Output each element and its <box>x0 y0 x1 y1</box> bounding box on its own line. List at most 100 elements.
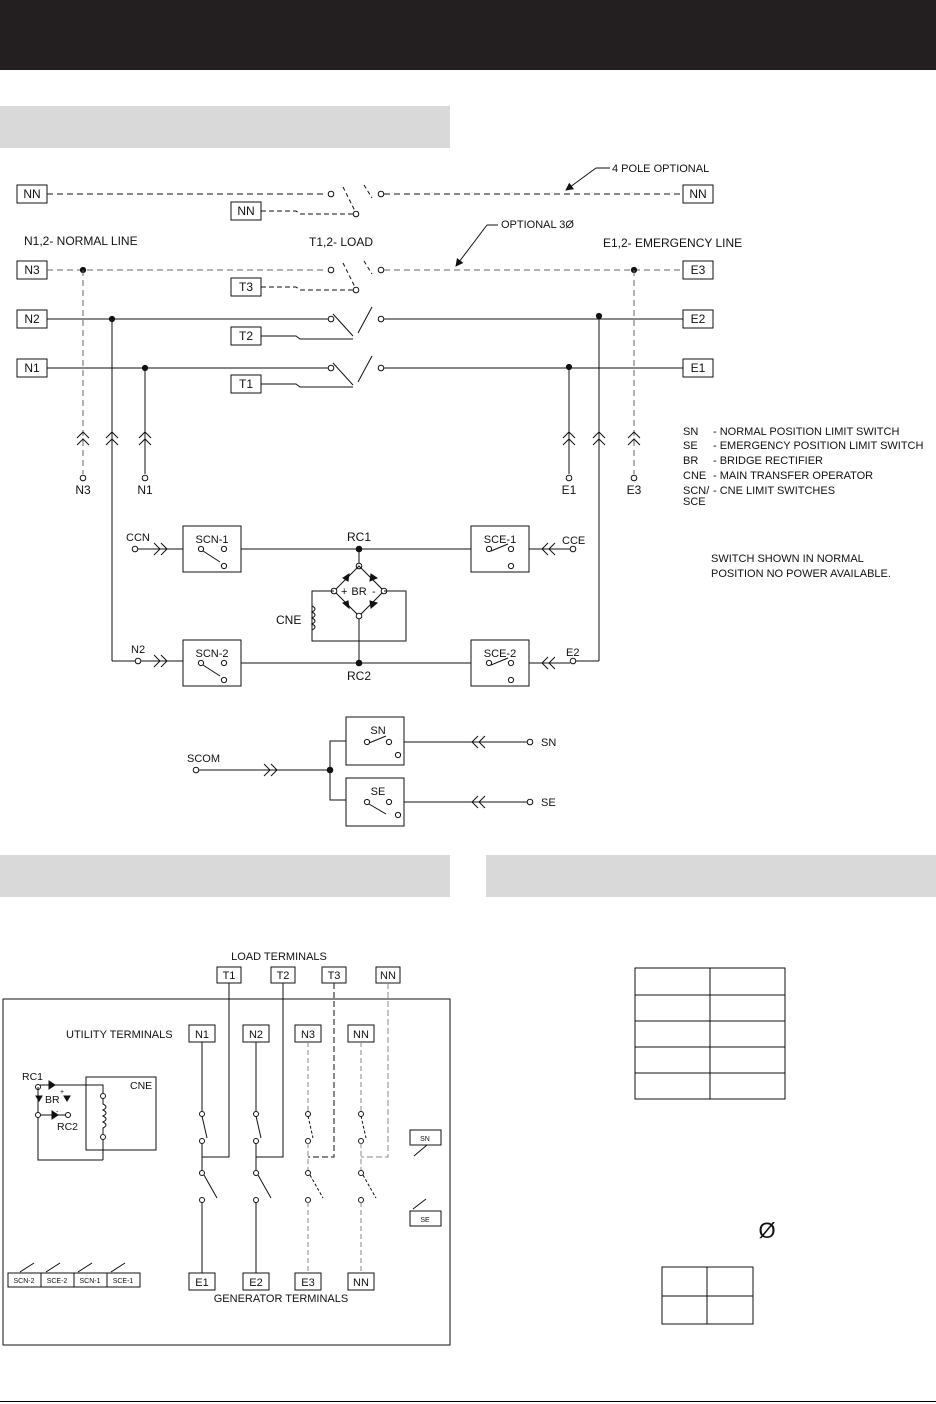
legend-code-cne: CNE <box>683 470 706 482</box>
empty-table-1 <box>634 967 786 1100</box>
right-panel: Ø <box>634 967 786 1325</box>
layout-n2: N2 <box>249 1029 263 1041</box>
se-switch-label: SE <box>371 786 386 798</box>
legend-desc-scn: - CNE LIMIT SWITCHES <box>713 485 835 497</box>
note-line-1: SWITCH SHOWN IN NORMAL <box>711 553 864 565</box>
scn1-label: SCN-1 <box>195 534 228 546</box>
nn-left-terminal: NN <box>23 187 40 201</box>
terminal-layout: LOAD TERMINALS T1 T2 T3 NN UTILITY TERMI… <box>2 951 451 1346</box>
nn-right-terminal: NN <box>689 187 706 201</box>
schematic: NN NN NN 4 POLE OPTIONAL N1,2- NORMAL LI… <box>16 163 924 827</box>
layout-n3: N3 <box>301 1029 315 1041</box>
layout-nn-top: NN <box>380 970 396 982</box>
layout-e3: E3 <box>301 1277 314 1289</box>
br-minus: - <box>372 586 376 598</box>
cne-label: CNE <box>276 613 301 627</box>
tap-e3: E3 <box>627 483 642 497</box>
normal-line-label: N1,2- NORMAL LINE <box>24 234 138 248</box>
layout-nn-util: NN <box>353 1029 369 1041</box>
layout-sce2: SCE-2 <box>47 1278 68 1285</box>
layout-se: SE <box>420 1217 430 1224</box>
e2-control-label: E2 <box>566 647 579 659</box>
layout-br-minus: - <box>56 1109 59 1116</box>
tap-n3: N3 <box>75 483 91 497</box>
bottom-rule <box>0 1401 936 1402</box>
ccn-label: CCN <box>126 532 150 544</box>
legend: SN - NORMAL POSITION LIMIT SWITCH SE - E… <box>683 426 924 580</box>
limit-switch-circuit: SCOM SN SN SE SE <box>187 716 556 827</box>
schematic-section-header <box>0 106 450 148</box>
legend-desc-br: - BRIDGE RECTIFIER <box>713 455 823 467</box>
layout-e2: E2 <box>249 1277 262 1289</box>
legend-code-br: BR <box>683 455 698 467</box>
scn2-label: SCN-2 <box>195 648 228 660</box>
load-label: T1,2- LOAD <box>309 235 373 249</box>
rc2-label: RC2 <box>347 669 371 683</box>
scom-label: SCOM <box>187 753 220 765</box>
utility-terminals-label: UTILITY TERMINALS <box>66 1029 173 1041</box>
rc1-label: RC1 <box>347 530 371 544</box>
br-label: BR <box>351 586 366 598</box>
legend-code-se: SE <box>683 440 698 452</box>
layout-n1: N1 <box>195 1029 209 1041</box>
layout-rc1: RC1 <box>22 1071 43 1083</box>
legend-desc-sn: - NORMAL POSITION LIMIT SWITCH <box>713 426 899 438</box>
br-plus: + <box>341 586 347 598</box>
n2-terminal: N2 <box>24 312 40 326</box>
phase-1-line: N1 E1 T1 <box>16 355 714 394</box>
sce1-label: SCE-1 <box>484 534 516 546</box>
note-line-2: POSITION NO POWER AVAILABLE. <box>711 568 891 580</box>
legend-code-sn: SN <box>683 426 698 438</box>
n3-terminal: N3 <box>24 263 40 277</box>
layout-t2: T2 <box>277 970 290 982</box>
e2-terminal: E2 <box>691 312 706 326</box>
e1-terminal: E1 <box>691 361 706 375</box>
layout-t3: T3 <box>328 970 341 982</box>
sce2-label: SCE-2 <box>484 648 516 660</box>
nn-line: NN NN NN 4 POLE OPTIONAL <box>16 163 714 221</box>
layout-nn-gen: NN <box>353 1277 369 1289</box>
sn-switch-label: SN <box>370 725 385 737</box>
load-terminals-label: LOAD TERMINALS <box>231 951 327 963</box>
layout-sn: SN <box>420 1136 430 1143</box>
nn-load-terminal: NN <box>237 204 254 218</box>
n2-control-label: N2 <box>131 644 145 656</box>
generator-terminals-label: GENERATOR TERMINALS <box>214 1293 348 1305</box>
tap-n1: N1 <box>137 483 153 497</box>
layout-section-header <box>0 855 450 897</box>
e3-terminal: E3 <box>691 263 706 277</box>
se-output-label: SE <box>541 797 556 809</box>
phase-symbol: Ø <box>758 1218 775 1243</box>
tap-e1: E1 <box>562 483 577 497</box>
layout-br-plus: + <box>60 1089 64 1096</box>
cce-label: CCE <box>562 535 585 547</box>
control-circuit: CCN SCN-1 RC1 SCE-1 CCE <box>126 525 585 687</box>
sensing-taps: N3 N1 E1 E3 <box>75 270 642 662</box>
legend-code-scn: SCN/ <box>683 485 710 497</box>
layout-br: BR <box>45 1094 60 1106</box>
layout-scn1: SCN-1 <box>79 1278 100 1285</box>
header-bar <box>0 0 936 70</box>
t3-terminal: T3 <box>239 280 253 294</box>
layout-e1: E1 <box>195 1277 208 1289</box>
legend-code-sce: SCE <box>683 496 706 508</box>
layout-rc2: RC2 <box>57 1121 78 1133</box>
t1-terminal: T1 <box>239 377 253 391</box>
layout-t1: T1 <box>223 970 236 982</box>
four-pole-optional-note: 4 POLE OPTIONAL <box>612 163 709 175</box>
legend-desc-cne: - MAIN TRANSFER OPERATOR <box>713 470 873 482</box>
sn-output-label: SN <box>541 737 556 749</box>
legend-desc-se: - EMERGENCY POSITION LIMIT SWITCH <box>713 440 924 452</box>
layout-cne: CNE <box>130 1080 152 1092</box>
emergency-line-label: E1,2- EMERGENCY LINE <box>603 236 742 250</box>
table-section-header <box>486 855 936 897</box>
t2-terminal: T2 <box>239 329 253 343</box>
layout-sce1: SCE-1 <box>113 1278 134 1285</box>
phase-3-line: N3 E3 T3 <box>16 260 714 297</box>
empty-table-2 <box>661 1266 754 1325</box>
optional-3phase-note: OPTIONAL 3Ø <box>501 219 574 231</box>
n1-terminal: N1 <box>24 361 40 375</box>
phase-2-line: N2 E2 T2 <box>16 306 714 346</box>
layout-scn2: SCN-2 <box>13 1278 34 1285</box>
